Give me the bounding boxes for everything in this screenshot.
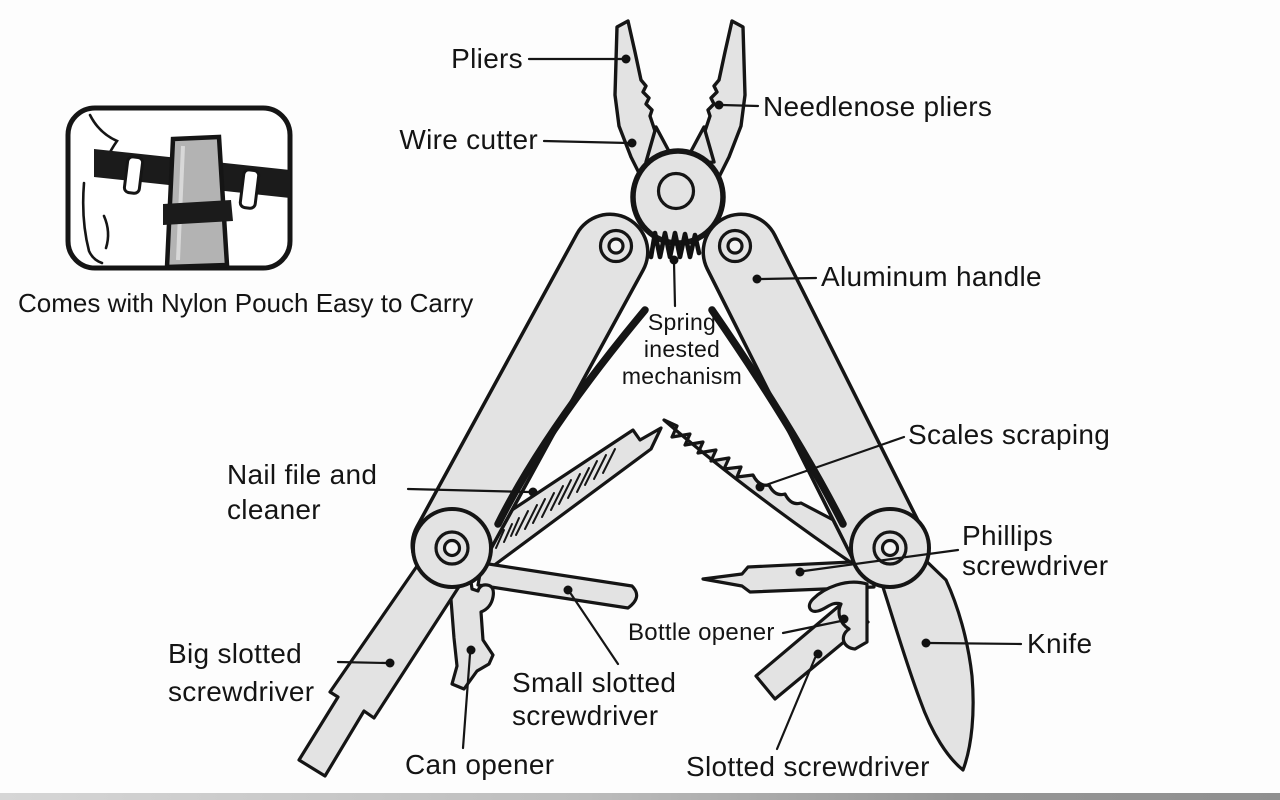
- rivet-top-left-inner: [607, 237, 625, 255]
- label-big-slotted-screwdriver: Big slotted screwdriver: [168, 635, 314, 711]
- scales-scraper-blade: [662, 418, 864, 568]
- label-spring-mechanism: Spring inested mechanism: [592, 309, 772, 390]
- pouch-caption-line1: Comes with Nylon Pouch: [18, 288, 309, 318]
- rivet-bottom-right-outer: [872, 530, 908, 566]
- leader-wire-cutter: [542, 139, 630, 145]
- label-nail-file: Nail file and cleaner: [227, 457, 377, 527]
- dot-slotted: [813, 649, 823, 659]
- label-phillips-line2: screwdriver: [962, 550, 1109, 581]
- label-big-slotted-line2: screwdriver: [168, 676, 315, 707]
- pouch-caption-line2: Easy to Carry: [315, 288, 474, 318]
- dot-bottle-opener: [839, 614, 849, 624]
- leader-needlenose: [720, 103, 760, 108]
- big-slotted-blade: [297, 554, 464, 778]
- label-spring-line2: inested: [643, 336, 721, 362]
- bottle-opener-hook: [807, 580, 869, 651]
- rivet-bottom-right-inner: [880, 538, 900, 558]
- dot-phillips: [795, 567, 805, 577]
- page-edge-strip: [0, 793, 1280, 800]
- label-wire-cutter: Wire cutter: [399, 124, 538, 155]
- leader-slotted: [775, 656, 817, 751]
- label-bottle-opener: Bottle opener: [628, 619, 775, 646]
- dot-scales: [755, 482, 765, 492]
- leader-can-opener: [461, 652, 472, 750]
- dot-wire-cutter: [627, 138, 637, 148]
- rivet-top-left-outer: [598, 228, 634, 264]
- dot-pliers: [621, 54, 631, 64]
- label-small-slotted-screwdriver: Small slotted screwdriver: [512, 666, 676, 732]
- handle-right: [705, 216, 924, 581]
- dot-knife: [921, 638, 931, 648]
- pivot-hole: [656, 171, 696, 211]
- rivet-bottom-left-inner: [442, 538, 462, 558]
- dot-needlenose: [714, 100, 724, 110]
- knife-blade: [872, 554, 975, 772]
- pliers-head: [613, 19, 747, 246]
- leader-dots: [385, 54, 931, 668]
- handle-left-channel-edge: [494, 306, 649, 528]
- label-scales-scraping: Scales scraping: [908, 419, 1111, 450]
- label-knife: Knife: [1027, 628, 1093, 659]
- leader-small-slotted: [569, 592, 620, 666]
- leader-lines: [336, 57, 1023, 751]
- pouch-cross-strap: [163, 200, 233, 225]
- label-spring-line3: mechanism: [621, 363, 743, 389]
- dot-spring: [669, 255, 679, 265]
- label-spring-line1: Spring: [647, 309, 717, 335]
- pouch-caption: Comes with Nylon Pouch Easy to Carry: [18, 286, 473, 321]
- dot-small-slotted: [563, 585, 573, 595]
- label-needlenose-pliers: Needlenose pliers: [763, 91, 993, 122]
- label-small-slotted-line1: Small slotted: [512, 667, 677, 698]
- leader-phillips: [802, 548, 960, 573]
- leader-big-slotted: [336, 660, 388, 665]
- rivet-top-right-inner: [726, 237, 744, 255]
- label-nail-file-line1: Nail file and: [227, 459, 378, 490]
- label-slotted-screwdriver: Slotted screwdriver: [686, 751, 930, 782]
- pouch-inset: [65, 105, 293, 271]
- dot-aluminum-handle: [752, 274, 762, 284]
- rivets: [434, 228, 908, 566]
- leader-scales: [761, 435, 906, 488]
- rivet-top-right-outer: [717, 228, 753, 264]
- dot-can-opener: [466, 645, 476, 655]
- dot-nail-file: [528, 487, 538, 497]
- belt-keeper-left: [122, 155, 145, 195]
- belt-keeper-right: [238, 168, 261, 210]
- rivet-bottom-left-outer: [434, 530, 470, 566]
- leader-bottle-opener: [781, 619, 843, 635]
- fold-out-tools: [297, 418, 975, 778]
- label-nail-file-line2: cleaner: [227, 494, 321, 525]
- handles: [410, 212, 928, 585]
- leader-nail-file: [406, 487, 531, 494]
- can-opener-blade: [447, 572, 495, 691]
- label-aluminum-handle: Aluminum handle: [821, 261, 1042, 292]
- label-can-opener: Can opener: [405, 749, 555, 780]
- leader-spring: [672, 260, 677, 308]
- label-phillips-screwdriver: Phillips screwdriver: [962, 521, 1108, 581]
- label-big-slotted-line1: Big slotted: [168, 638, 303, 669]
- label-phillips-line1: Phillips: [962, 520, 1054, 551]
- small-slotted-blade: [476, 561, 639, 610]
- leader-aluminum-handle: [759, 276, 818, 281]
- nail-file-hatching: [487, 448, 616, 554]
- spring-coil: [648, 230, 702, 260]
- label-pliers: Pliers: [451, 43, 523, 74]
- dot-big-slotted: [385, 658, 395, 668]
- handle-left: [414, 216, 646, 581]
- handle-right-channel-edge: [708, 306, 847, 528]
- label-small-slotted-line2: screwdriver: [512, 700, 659, 731]
- leader-knife: [928, 641, 1023, 646]
